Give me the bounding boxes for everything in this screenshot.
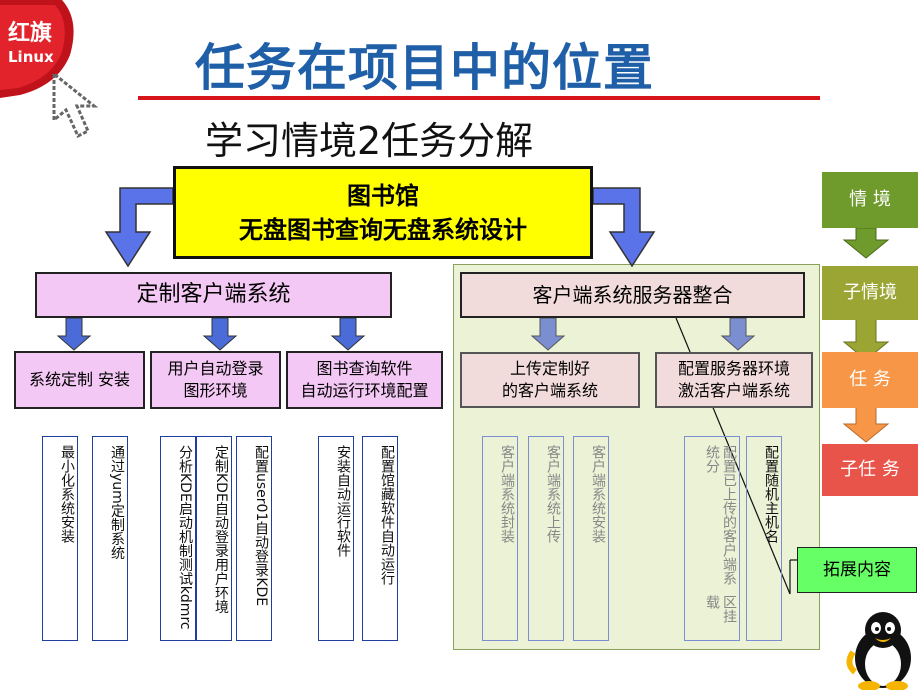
penguin-icon (845, 608, 920, 691)
arrow-to-server-branch (592, 187, 656, 268)
arrow-to-client-branch (104, 187, 174, 268)
task-box: 通过yum定制系统 (92, 436, 128, 641)
logo-text-linux: Linux (8, 48, 54, 66)
page-title: 任务在项目中的位置 (195, 39, 654, 97)
legend-arrow-1 (842, 227, 890, 259)
logo-icon: 红旗 Linux (0, 0, 80, 100)
sub-label: 图书查询软件 自动运行环境配置 (300, 359, 429, 400)
arrow-sub-2 (202, 317, 238, 351)
sub-label: 配置服务器环境 激活客户端系统 (677, 359, 790, 400)
title-divider (138, 96, 820, 100)
task-text: 配置已上传的客户端系统分 (704, 445, 737, 585)
sub-label: 上传定制好 的客户端系统 (501, 359, 598, 400)
sub-config-server: 配置服务器环境 激活客户端系统 (655, 352, 813, 408)
extension-callout: 拓展内容 (797, 547, 917, 593)
task-text: 区挂载 (704, 594, 737, 623)
task-box-partition: 区挂载 配置已上传的客户端系统分 (684, 436, 740, 641)
task-box: 客户端系统安装 (573, 436, 609, 641)
legend-arrow-2 (842, 317, 890, 361)
subtitle: 学习情境2任务分解 (205, 119, 534, 163)
sub-label: 系统定制 安装 (28, 370, 131, 389)
project-box: 图书馆 无盘图书查询无盘系统设计 (173, 166, 593, 259)
task-box: 安装自动运行软件 (318, 436, 354, 641)
task-box: 定制KDE自动登录用户环境 (196, 436, 232, 641)
task-box: 客户端系统封装 (482, 436, 518, 641)
sub-system-install: 系统定制 安装 (14, 351, 145, 409)
legend-task: 任 务 (822, 352, 918, 408)
task-box: 分析KDE启动机制测试kdmrc (160, 436, 196, 641)
arrow-sub-1 (56, 317, 92, 351)
project-line2: 无盘图书查询无盘系统设计 (239, 216, 527, 244)
task-box: 配置馆藏软件自动运行 (362, 436, 398, 641)
sub-upload-client: 上传定制好 的客户端系统 (460, 352, 640, 408)
legend-subtask: 子任 务 (822, 444, 918, 496)
task-box: 配置user01自动登录KDE (236, 436, 272, 641)
arrow-sub-4 (530, 317, 566, 351)
legend-sub-scenario: 子情境 (822, 266, 918, 320)
arrow-sub-5 (720, 317, 756, 351)
task-box: 客户端系统上传 (528, 436, 564, 641)
task-box: 配置随机主机名 (746, 436, 782, 641)
cursor-arrow-icon (50, 70, 120, 150)
project-line1: 图书馆 (347, 182, 419, 210)
legend-scenario: 情 境 (822, 172, 918, 228)
logo-text-cn: 红旗 (8, 20, 52, 46)
arrow-sub-3 (330, 317, 366, 351)
sub-auto-login: 用户自动登录 图形环境 (150, 351, 281, 409)
sub-query-software: 图书查询软件 自动运行环境配置 (286, 351, 443, 409)
client-branch-bar: 定制客户端系统 (35, 272, 392, 318)
task-box: 最小化系统安装 (42, 436, 78, 641)
sub-label: 用户自动登录 图形环境 (167, 359, 264, 400)
legend-arrow-3 (842, 403, 890, 443)
server-branch-bar: 客户端系统服务器整合 (460, 272, 805, 318)
server-branch-panel (453, 264, 820, 650)
